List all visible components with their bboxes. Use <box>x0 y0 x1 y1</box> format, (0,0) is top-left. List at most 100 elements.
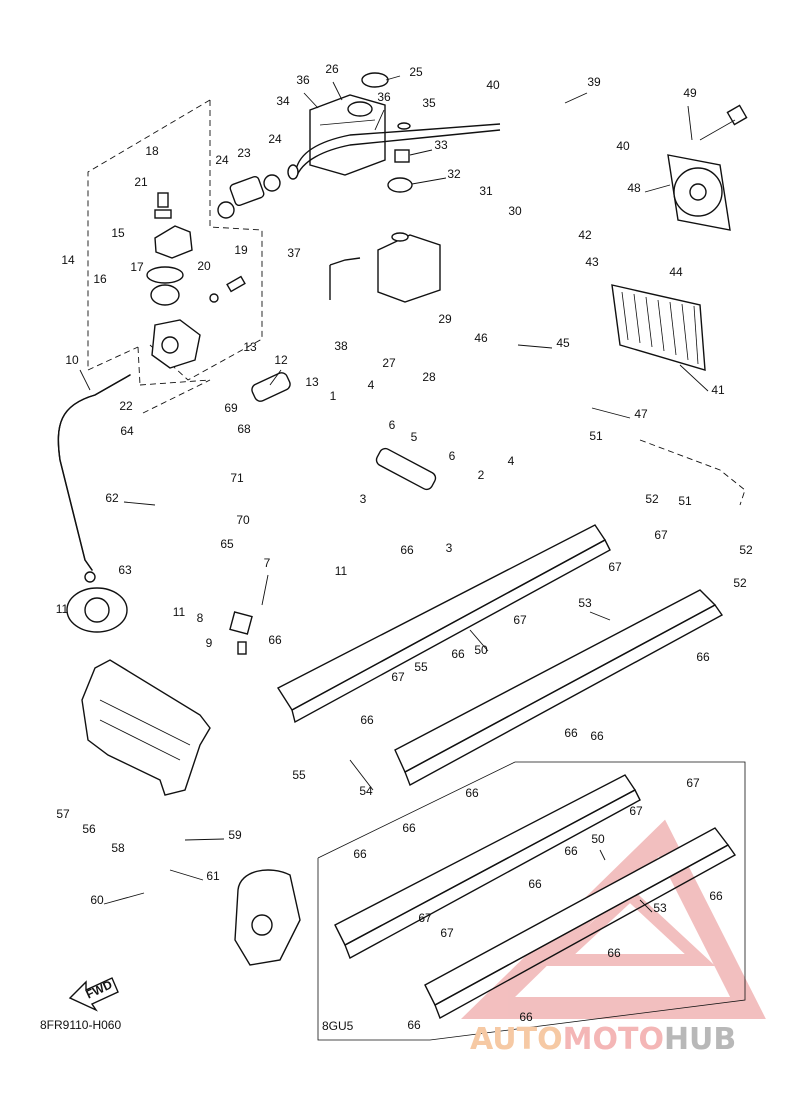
callout-37: 37 <box>287 246 301 260</box>
callout-8: 8 <box>197 611 204 625</box>
callout-66: 66 <box>607 946 621 960</box>
callout-51: 51 <box>678 494 692 508</box>
callout-66: 66 <box>407 1018 421 1032</box>
callout-29: 29 <box>438 312 452 326</box>
callout-67: 67 <box>513 613 527 627</box>
callout-66: 66 <box>465 786 479 800</box>
callout-66: 66 <box>709 889 723 903</box>
callout-63: 63 <box>118 563 132 577</box>
callout-67: 67 <box>418 911 432 925</box>
callout-21: 21 <box>134 175 148 189</box>
engine-cover <box>234 869 301 966</box>
callout-51: 51 <box>589 429 603 443</box>
callout-18: 18 <box>145 144 159 158</box>
callout-52: 52 <box>733 576 747 590</box>
callout-6: 6 <box>449 449 456 463</box>
callout-46: 46 <box>474 331 488 345</box>
gasket-8 <box>229 611 253 635</box>
reservoir-tank-29 <box>329 232 441 303</box>
watermark-text: AUTOMOTOHUB <box>470 1022 736 1057</box>
thermostat-assembly <box>146 192 246 369</box>
variant-box <box>317 761 746 1041</box>
heat-exchanger-50-variant <box>334 774 641 959</box>
callout-3: 3 <box>360 492 367 506</box>
callout-7: 7 <box>264 556 271 570</box>
drawing-code: 8FR9110-H060 <box>40 1018 122 1032</box>
callout-28: 28 <box>422 370 436 384</box>
radiator-frame-left <box>81 659 211 796</box>
callout-11: 11 <box>335 564 348 578</box>
callout-67: 67 <box>440 926 454 940</box>
callout-39: 39 <box>587 75 601 89</box>
callout-44: 44 <box>669 265 683 279</box>
leader-lines <box>79 75 709 913</box>
pipe-dashed <box>639 439 746 506</box>
callout-58: 58 <box>111 841 125 855</box>
callout-30: 30 <box>508 204 522 218</box>
callout-35: 35 <box>422 96 436 110</box>
water-pump <box>66 571 128 633</box>
hose-51-b-inner <box>685 510 730 575</box>
callout-56: 56 <box>82 822 96 836</box>
callout-65: 65 <box>220 537 234 551</box>
heat-exchanger-53 <box>394 589 724 786</box>
callout-2: 2 <box>478 468 485 482</box>
callout-32: 32 <box>447 167 461 181</box>
callout-62: 62 <box>105 491 119 505</box>
hose-62-inner <box>150 426 174 559</box>
callout-66: 66 <box>451 647 465 661</box>
callout-13: 13 <box>243 340 257 354</box>
callout-67: 67 <box>654 528 668 542</box>
callout-13: 13 <box>305 375 319 389</box>
callout-47: 47 <box>634 407 648 421</box>
callout-54: 54 <box>359 784 373 798</box>
callout-66: 66 <box>528 877 542 891</box>
callout-4: 4 <box>368 378 375 392</box>
callout-48: 48 <box>627 181 641 195</box>
reservoir-tank-upper <box>287 72 501 193</box>
callout-34: 34 <box>276 94 290 108</box>
callout-42: 42 <box>578 228 592 242</box>
callout-53: 53 <box>578 596 592 610</box>
callout-26: 26 <box>325 62 339 76</box>
hose-7-inner <box>201 571 324 629</box>
callout-36: 36 <box>377 90 391 104</box>
callout-40: 40 <box>486 78 500 92</box>
callout-52: 52 <box>739 543 753 557</box>
callout-53: 53 <box>653 901 667 915</box>
callout-27: 27 <box>382 356 396 370</box>
hose-39-inner <box>515 99 605 187</box>
fan-48 <box>667 104 748 231</box>
callout-60: 60 <box>90 893 104 907</box>
callout-66: 66 <box>400 543 414 557</box>
callout-70: 70 <box>236 513 250 527</box>
callout-9: 9 <box>206 636 213 650</box>
radiator-41 <box>611 284 706 371</box>
watermark-part3: HUB <box>663 1022 737 1057</box>
callout-67: 67 <box>391 670 405 684</box>
callout-5: 5 <box>411 430 418 444</box>
callout-40: 40 <box>616 139 630 153</box>
hose-10-inner <box>57 374 131 571</box>
hose-59-inner <box>145 815 187 865</box>
callout-numbers: 1233445667891011111112131314151617181920… <box>56 62 753 1032</box>
callout-57: 57 <box>56 807 70 821</box>
callout-31: 31 <box>479 184 493 198</box>
callout-52: 52 <box>645 492 659 506</box>
heat-exchanger-50 <box>276 524 611 724</box>
callout-24: 24 <box>215 153 229 167</box>
watermark-part1: AUTO <box>470 1022 563 1057</box>
callout-67: 67 <box>686 776 700 790</box>
callout-45: 45 <box>556 336 570 350</box>
callout-55: 55 <box>414 660 428 674</box>
callout-71: 71 <box>230 471 244 485</box>
pipe-1-inner <box>295 413 365 446</box>
callout-43: 43 <box>585 255 599 269</box>
fwd-arrow-icon: FWD <box>68 977 119 1012</box>
callout-50: 50 <box>474 643 488 657</box>
bolt-9 <box>237 641 247 655</box>
hose-68-inner <box>200 382 214 498</box>
watermark-part2: MOTO <box>562 1022 664 1057</box>
variant-label: 8GU5 <box>322 1019 354 1033</box>
